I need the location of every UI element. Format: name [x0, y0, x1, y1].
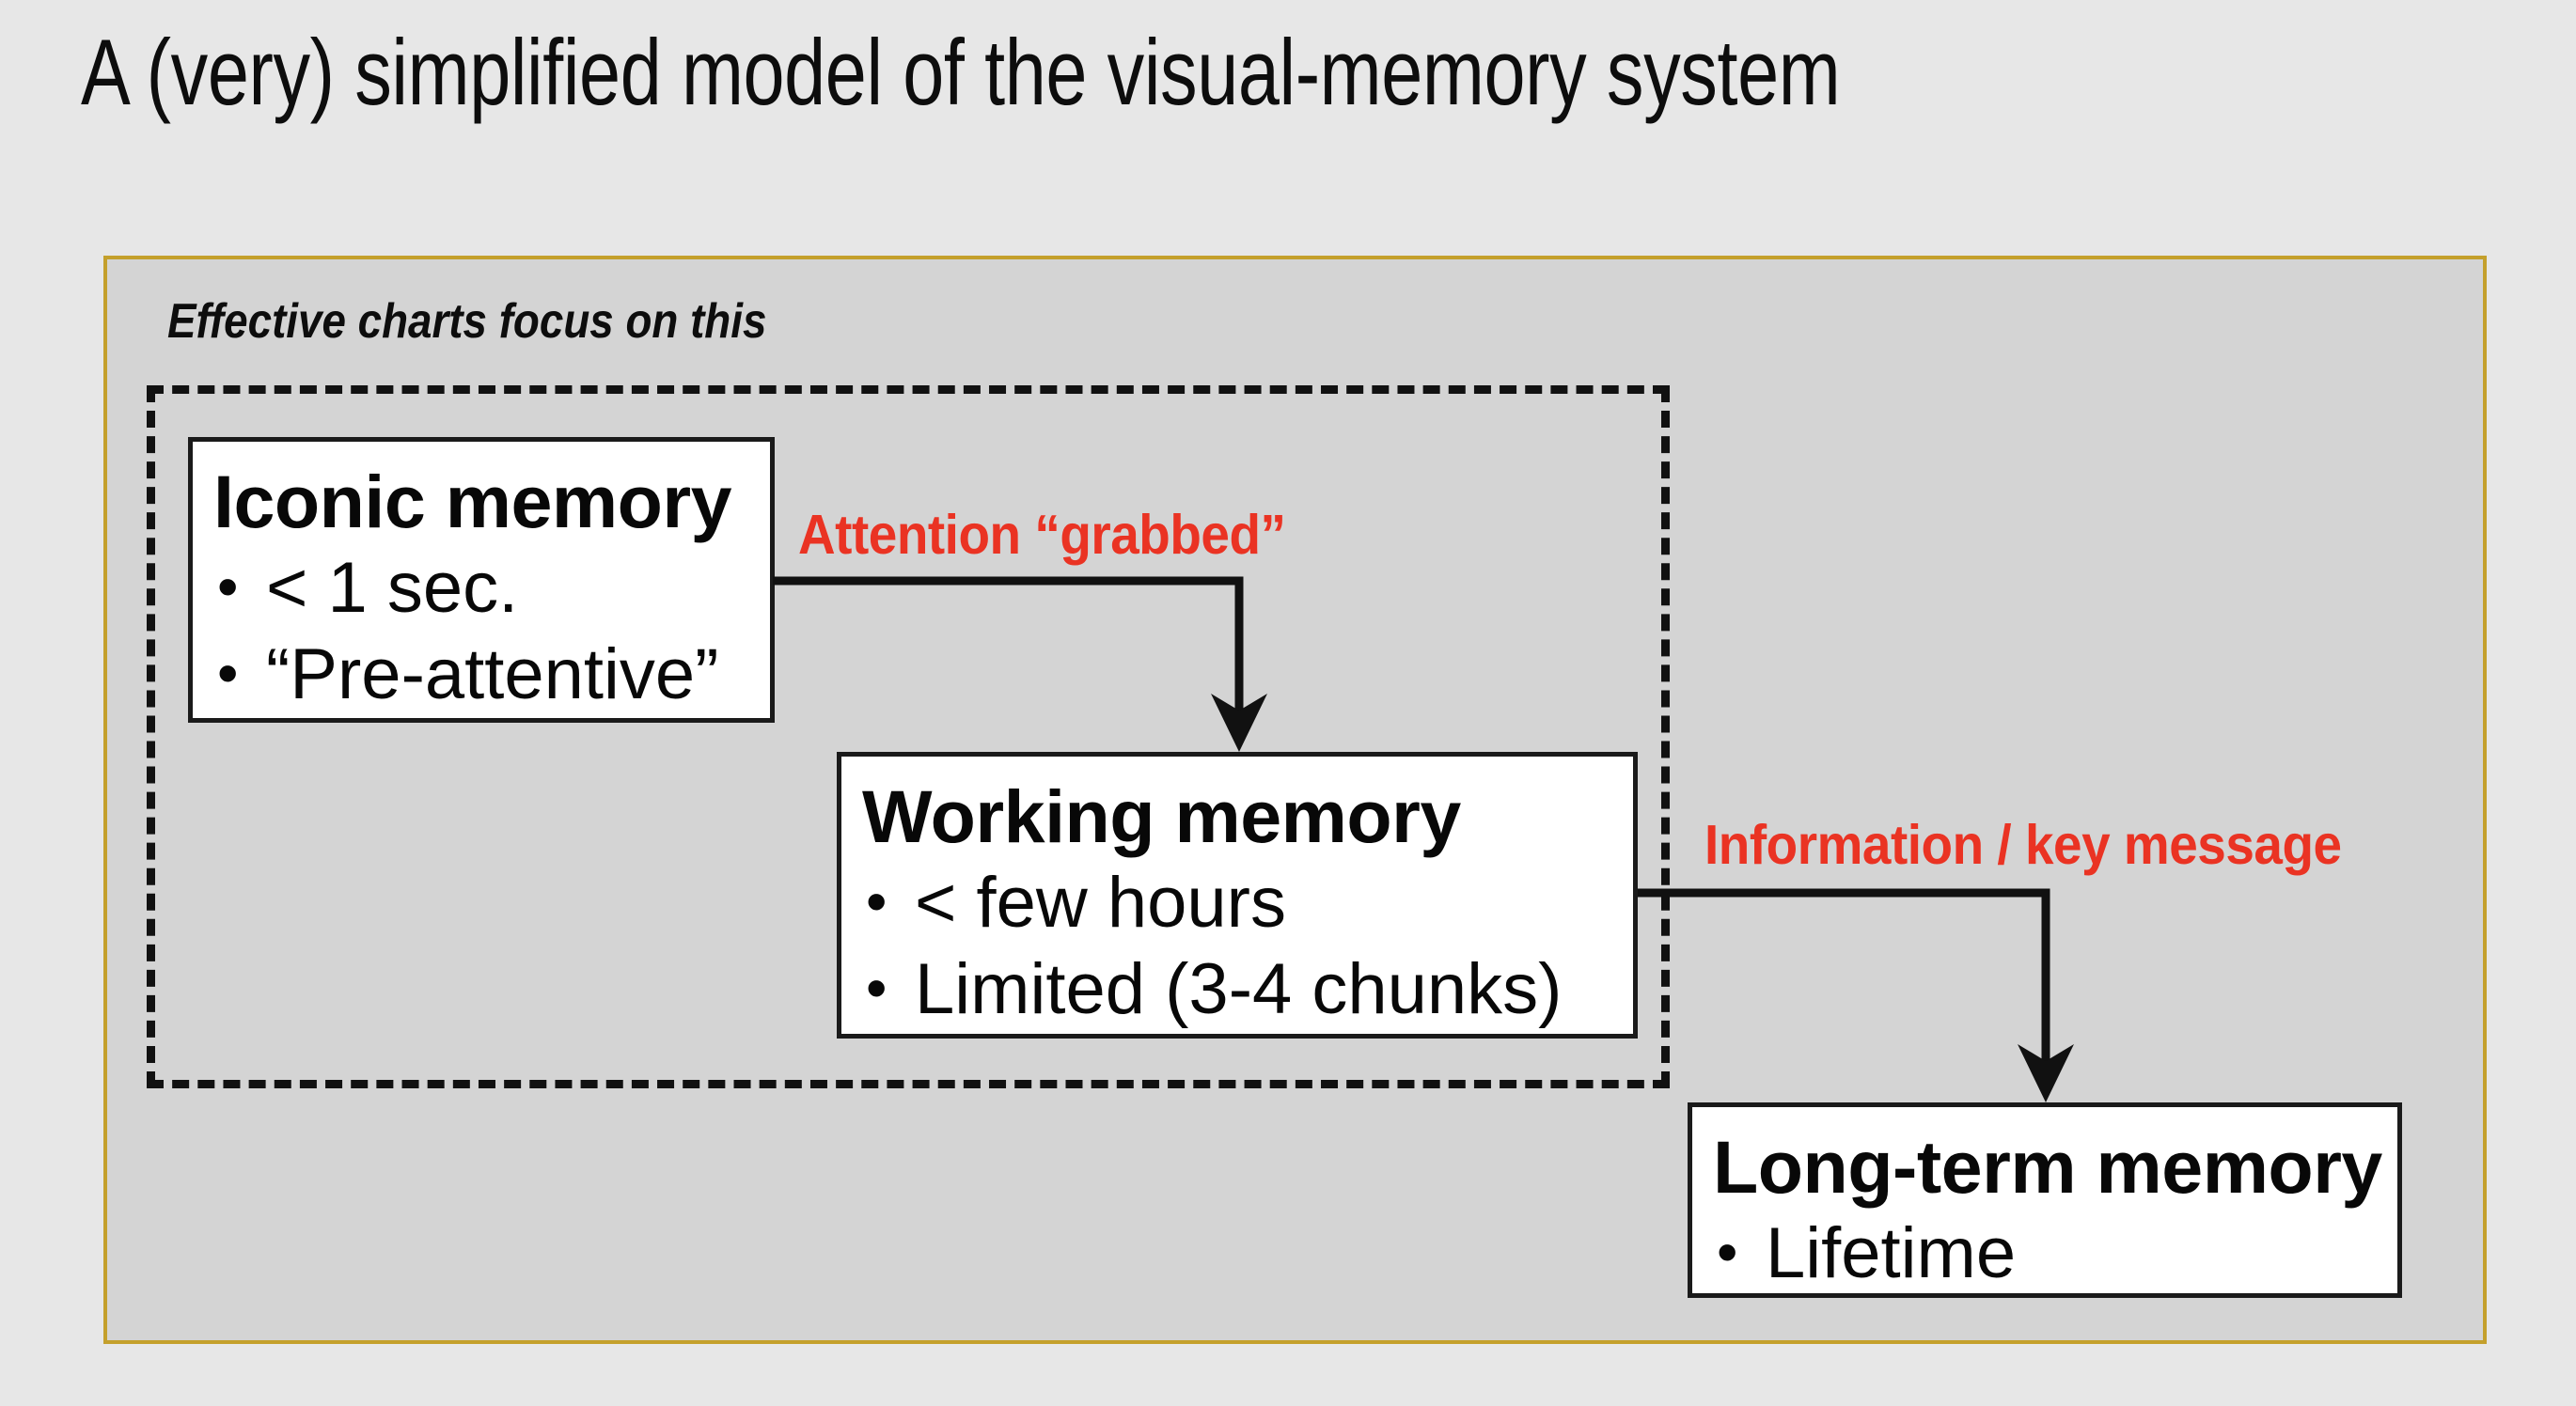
node-working-memory-title: Working memory [862, 774, 1461, 858]
list-item: < few hours [862, 858, 1633, 946]
node-long-term-memory-bullets: Lifetime [1713, 1209, 2397, 1297]
list-item: Lifetime [1713, 1209, 2397, 1297]
list-item: < 1 sec. [213, 543, 770, 632]
node-iconic-memory-title: Iconic memory [213, 460, 732, 543]
node-iconic-memory[interactable]: Iconic memory < 1 sec. “Pre-attentive” [188, 437, 775, 723]
node-working-memory-bullets: < few hours Limited (3-4 chunks) [862, 858, 1633, 1033]
node-long-term-memory-title: Long-term memory [1713, 1125, 2382, 1209]
focus-region-caption: Effective charts focus on this [167, 294, 767, 349]
list-item: “Pre-attentive” [213, 630, 770, 718]
focus-region-dashed-boundary [147, 385, 1670, 1088]
node-working-memory[interactable]: Working memory < few hours Limited (3-4 … [837, 752, 1638, 1039]
node-long-term-memory[interactable]: Long-term memory Lifetime [1688, 1102, 2402, 1298]
edge-label-attention-grabbed: Attention “grabbed” [798, 504, 1286, 566]
list-item: Limited (3-4 chunks) [862, 945, 1633, 1033]
edge-label-information-key-message: Information / key message [1704, 814, 2342, 876]
node-iconic-memory-bullets: < 1 sec. “Pre-attentive” [213, 543, 770, 718]
page-title: A (very) simplified model of the visual-… [81, 20, 1841, 124]
